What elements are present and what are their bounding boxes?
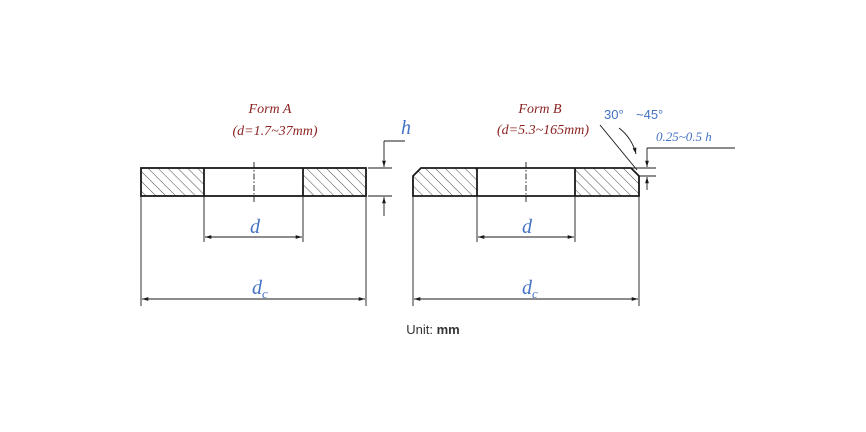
form-a-dc-label: dc: [252, 277, 268, 301]
form-b: Form B (d=5.3~165mm) d dc 30° ~45° 0.25~…: [412, 102, 735, 306]
form-b-angle-from: 30°: [604, 107, 624, 122]
form-a-range: (d=1.7~37mm): [232, 124, 317, 139]
form-b-chamfer-label: 0.25~0.5 h: [656, 129, 712, 144]
form-a-left-section: [141, 168, 204, 196]
unit-note: Unit: mm: [0, 322, 866, 337]
form-b-d-label: d: [522, 216, 533, 238]
form-b-left-section: [413, 168, 477, 196]
form-a-h-label: h: [401, 117, 411, 139]
form-b-angle-arc: [618, 127, 637, 155]
unit-label: Unit:: [406, 322, 433, 337]
form-b-title: Form B: [517, 102, 562, 117]
form-b-angle-to: ~45°: [636, 107, 663, 122]
form-b-dc-label: dc: [522, 277, 538, 301]
form-b-right-section: [575, 168, 639, 196]
form-b-angle-leader: [599, 124, 638, 171]
unit-value: mm: [436, 322, 460, 337]
form-b-range: (d=5.3~165mm): [497, 123, 589, 138]
form-a: Form A (d=1.7~37mm) d dc h: [140, 102, 411, 306]
form-a-right-section: [303, 168, 366, 196]
form-a-outline: [140, 167, 367, 197]
form-a-d-label: d: [250, 216, 261, 238]
form-a-title: Form A: [248, 102, 292, 117]
